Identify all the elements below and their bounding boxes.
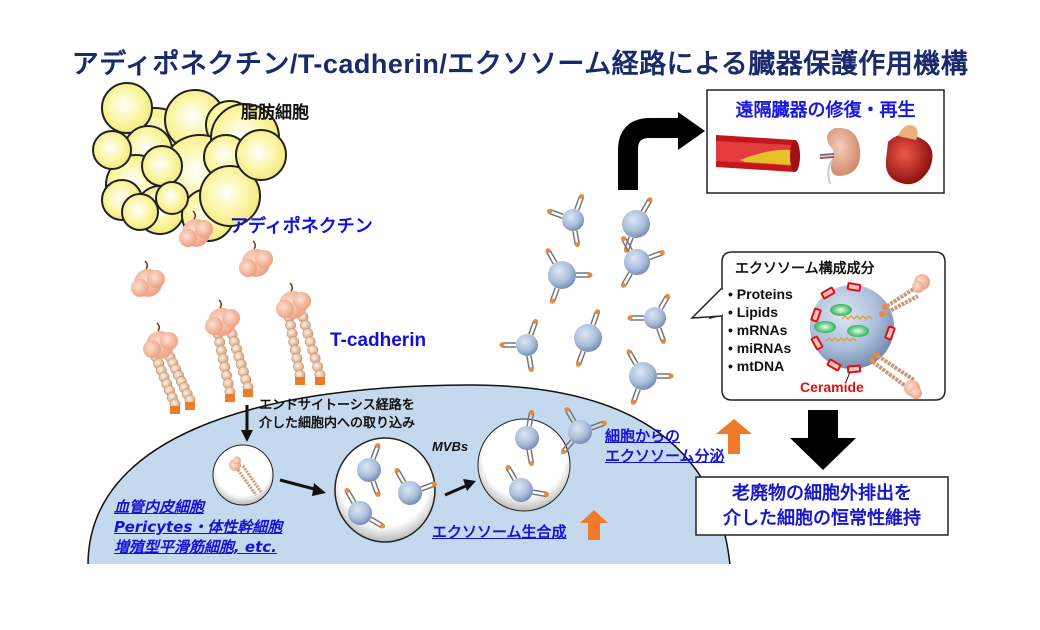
cell-type-pericytes[interactable]: Pericytes・体性幹細胞 [114,518,283,536]
organ-box-title: 遠隔臓器の修復・再生 [735,100,916,121]
endocytosis-arrow [241,405,253,442]
down-arrow-to-outcome [790,410,856,470]
exosome [545,248,593,304]
exosome [344,487,386,529]
up-arrow-biogenesis [580,510,608,540]
endocytosis-line-2: 介した細胞内への取り込み [259,416,416,431]
endosome-vesicle [212,444,274,506]
adipocyte-label: 脂肪細胞 [241,103,309,123]
endocytosis-label: エンドサイトーシス経路を 介した細胞内への取り込み [259,397,415,433]
exosome [547,194,585,248]
mvbs-label: MVBs [432,439,469,454]
adiponectin-free [131,210,273,297]
tcadherin-label: T-cadherin [330,330,427,351]
cell-type-endothelial[interactable]: 血管内皮細胞 [114,498,205,516]
exosome [626,349,674,405]
adipocyte-cluster [92,82,287,242]
exosome-structure [810,274,930,399]
exosome [505,464,550,502]
exosome [515,409,539,467]
tcadherin-complex [143,322,196,414]
component-item: • Proteins [728,286,793,302]
blood-vessel-illustration [716,135,800,172]
kidney-illustration [819,127,861,185]
tcadherin-complex [205,299,254,402]
tcadherin-complex [276,282,326,385]
exosome [357,443,381,497]
outcome-text: 老廃物の細胞外排出を 介した細胞の恒常性維持 [696,481,948,531]
arrow-to-mvb-late [444,479,476,497]
cell-type-smooth-muscle[interactable]: 増殖型平滑筋細胞, etc. [114,538,277,556]
exosomes [344,194,674,529]
cell-type-list: 血管内皮細胞 Pericytes・体性幹細胞 増殖型平滑筋細胞, etc. [114,497,282,557]
mvb-late [477,418,571,512]
components-list: • Proteins • Lipids • mRNAs • miRNAs • m… [728,285,793,375]
component-item: • mtDNA [728,358,785,374]
adiponectin-label: アディポネクチン [230,216,373,237]
component-item: • miRNAs [728,340,792,356]
arrow-to-mvb [279,478,326,496]
endocytosis-line-1: エンドサイトーシス経路を [259,398,415,413]
secretion-line-1[interactable]: 細胞からの [605,427,681,445]
outcome-line-2: 介した細胞の恒常性維持 [723,508,921,529]
exosome [394,467,437,505]
ceramide-label: Ceramide [800,379,864,395]
component-item: • mRNAs [728,322,788,338]
exosome [560,406,607,455]
outcome-box [695,476,949,536]
component-item: • Lipids [728,304,779,320]
exosome [627,293,670,344]
components-title: エクソソーム構成成分 [735,261,875,277]
diagram-title: アディポネクチン/T-cadherin/エクソソーム経路による臓器保護作用機構 [71,49,969,79]
exosome-biogenesis-label[interactable]: エクソソーム生合成 [432,523,567,541]
outcome-line-1: 老廃物の細胞外排出を [732,483,912,504]
exosome-secretion-label: 細胞からの エクソソーム分泌 [605,426,725,466]
exosome [499,319,539,373]
exosome [574,309,602,367]
curved-arrow-to-organs [618,112,705,190]
exosome [622,197,653,253]
exosome [621,236,665,288]
tcadherin-complexes [143,282,326,414]
up-arrow-secretion [716,419,752,454]
secretion-line-2[interactable]: エクソソーム分泌 [605,447,725,465]
heart-illustration [885,125,933,185]
